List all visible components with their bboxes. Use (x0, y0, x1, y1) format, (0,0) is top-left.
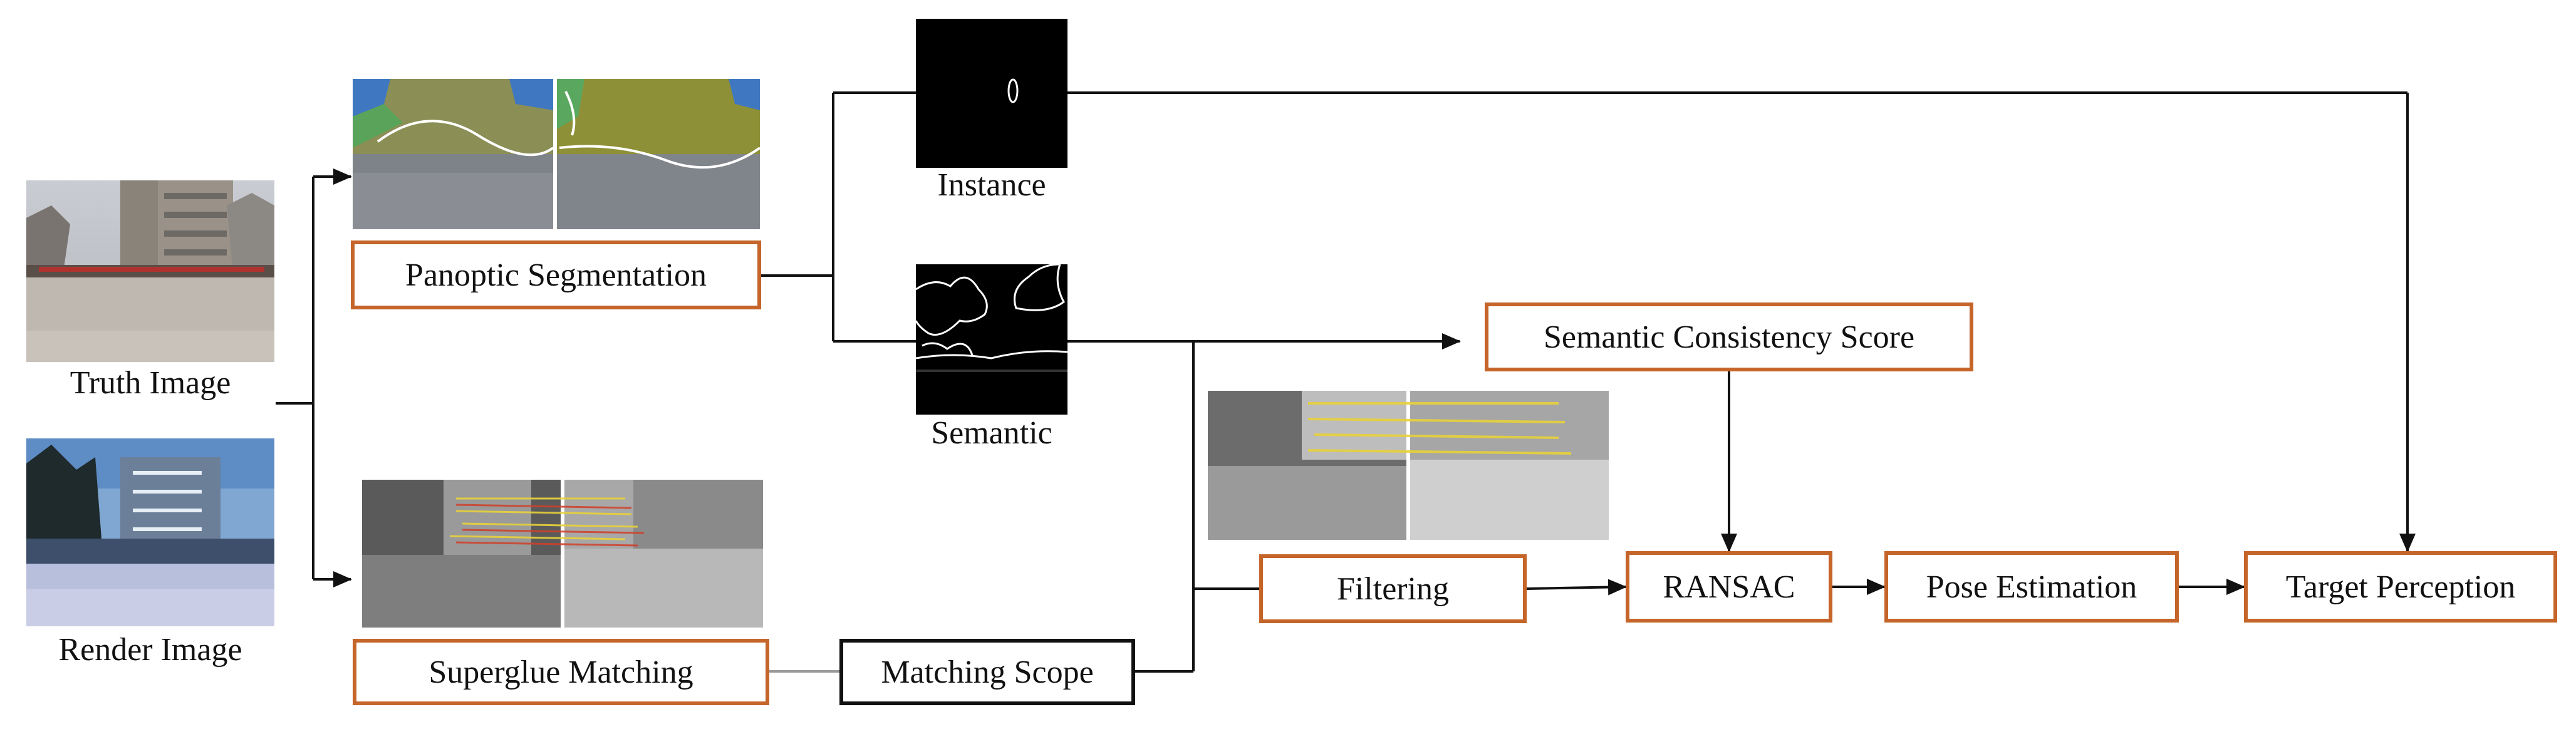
instance-label: Instance (937, 167, 1046, 203)
semantic-consistency-score-box: Semantic Consistency Score (1485, 302, 1973, 371)
instance-mask (916, 19, 1067, 168)
semantic-label: Semantic (931, 415, 1052, 451)
matching-scope-box: Matching Scope (839, 639, 1135, 705)
target-perception-box: Target Perception (2244, 551, 2557, 623)
superglue-thumbnail (362, 480, 763, 628)
truth-image-label: Truth Image (70, 365, 231, 401)
render-image-photo (26, 438, 274, 626)
superglue-matching-box: Superglue Matching (353, 639, 769, 705)
ransac-box: RANSAC (1626, 551, 1832, 623)
semantic-mask (916, 264, 1067, 415)
pose-estimation-box: Pose Estimation (1884, 551, 2179, 623)
panoptic-thumbnail (353, 79, 760, 229)
panoptic-segmentation-box: Panoptic Segmentation (351, 240, 761, 309)
filtering-thumbnail (1208, 391, 1609, 540)
truth-image-photo (26, 180, 274, 362)
render-image-label: Render Image (58, 632, 242, 668)
filtering-box: Filtering (1259, 554, 1527, 623)
